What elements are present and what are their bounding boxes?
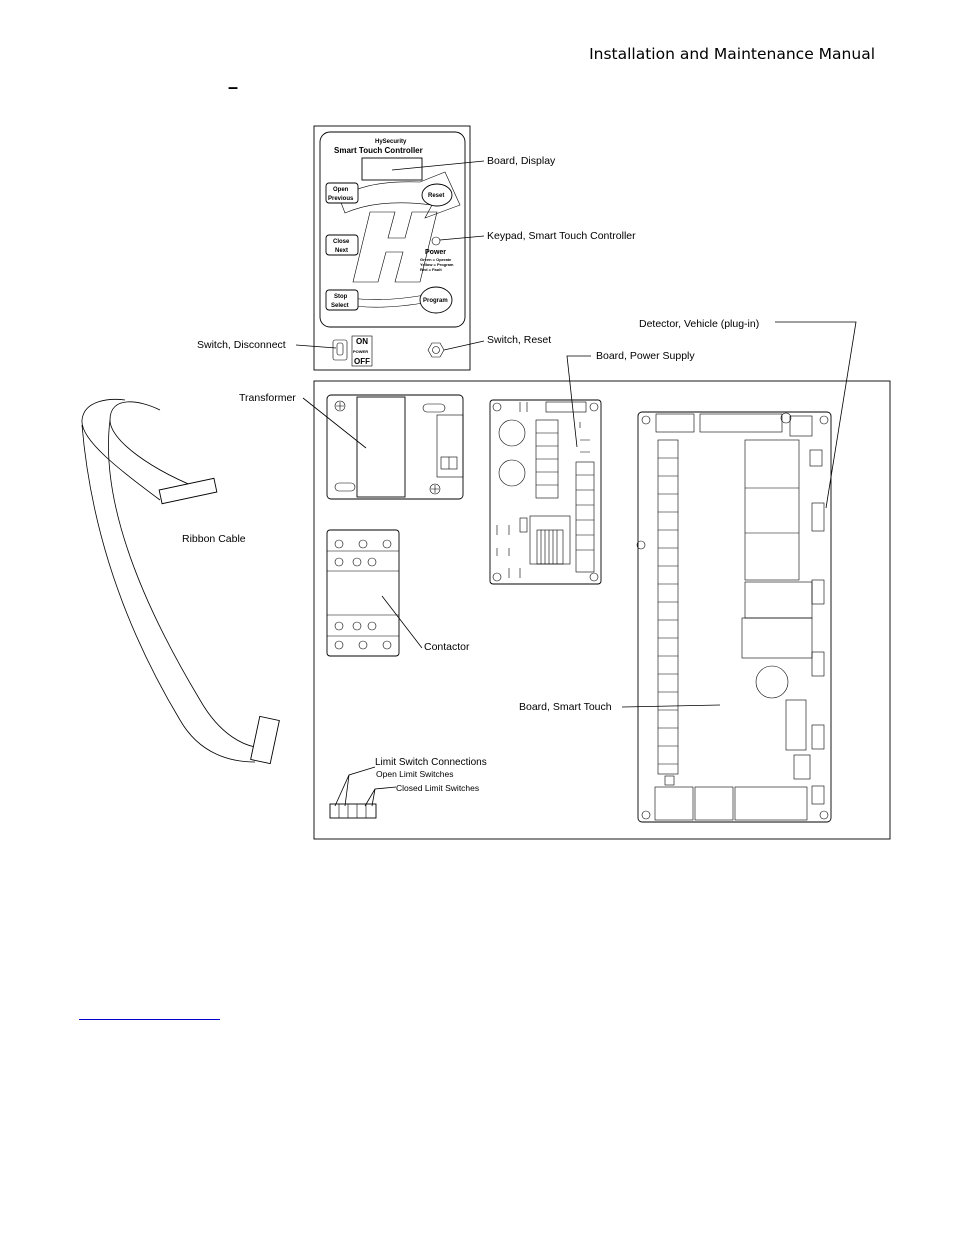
svg-text:Reset: Reset bbox=[428, 193, 444, 199]
svg-text:Stop: Stop bbox=[334, 294, 348, 300]
ribbon-cable bbox=[81, 399, 280, 765]
label-switch-disconnect: Switch, Disconnect bbox=[197, 339, 286, 351]
svg-text:Yellow = Program: Yellow = Program bbox=[420, 262, 454, 267]
svg-text:Red = Fault: Red = Fault bbox=[420, 267, 442, 272]
hyperlink-underline[interactable] bbox=[79, 1019, 220, 1020]
reset-switch-icon bbox=[427, 342, 445, 358]
label-contactor: Contactor bbox=[424, 641, 470, 653]
label-switch-reset: Switch, Reset bbox=[487, 334, 551, 346]
display-window bbox=[361, 157, 423, 181]
label-board-smart-touch: Board, Smart Touch bbox=[519, 701, 612, 713]
label-board-power: Board, Power Supply bbox=[596, 350, 695, 362]
page-header: Installation and Maintenance Manual bbox=[589, 45, 875, 63]
power-led-icon bbox=[431, 236, 441, 246]
controller-brand: HySecurity bbox=[375, 139, 407, 145]
leader-lines bbox=[295, 160, 857, 807]
label-ribbon-cable: Ribbon Cable bbox=[182, 533, 246, 545]
open-previous-button[interactable] bbox=[325, 182, 359, 204]
disconnect-switch-icon: ON POWER OFF bbox=[332, 335, 373, 367]
label-closed-limit: Closed Limit Switches bbox=[396, 783, 479, 793]
svg-text:Close: Close bbox=[333, 239, 350, 245]
contactor bbox=[326, 529, 400, 657]
svg-text:Open: Open bbox=[333, 187, 349, 193]
transformer bbox=[326, 394, 464, 500]
close-next-button[interactable] bbox=[325, 234, 359, 256]
label-limit-connections: Limit Switch Connections bbox=[375, 757, 487, 768]
power-supply-board bbox=[489, 399, 602, 585]
svg-text:OFF: OFF bbox=[354, 357, 370, 366]
label-keypad: Keypad, Smart Touch Controller bbox=[487, 230, 636, 242]
heading-dash: – bbox=[228, 77, 239, 97]
controller-panel: HySecurity Smart Touch Controller Open P… bbox=[313, 125, 471, 371]
program-button[interactable] bbox=[419, 286, 453, 314]
svg-text:POWER: POWER bbox=[353, 349, 368, 354]
label-board-display: Board, Display bbox=[487, 155, 556, 167]
limit-switch-terminal bbox=[329, 803, 377, 819]
controller-title: Smart Touch Controller bbox=[334, 146, 423, 155]
svg-text:Select: Select bbox=[331, 303, 349, 309]
smart-touch-board bbox=[636, 411, 832, 823]
svg-text:Program: Program bbox=[423, 298, 448, 304]
svg-text:Green = Operate: Green = Operate bbox=[420, 257, 452, 262]
svg-text:ON: ON bbox=[356, 337, 368, 346]
svg-text:Previous: Previous bbox=[328, 196, 354, 202]
label-open-limit: Open Limit Switches bbox=[376, 769, 453, 779]
label-detector: Detector, Vehicle (plug-in) bbox=[639, 318, 759, 330]
stop-select-button[interactable] bbox=[325, 289, 359, 311]
svg-text:Next: Next bbox=[335, 248, 348, 254]
reset-button[interactable] bbox=[421, 183, 453, 207]
svg-text:Power: Power bbox=[425, 249, 446, 256]
label-transformer: Transformer bbox=[239, 392, 296, 404]
